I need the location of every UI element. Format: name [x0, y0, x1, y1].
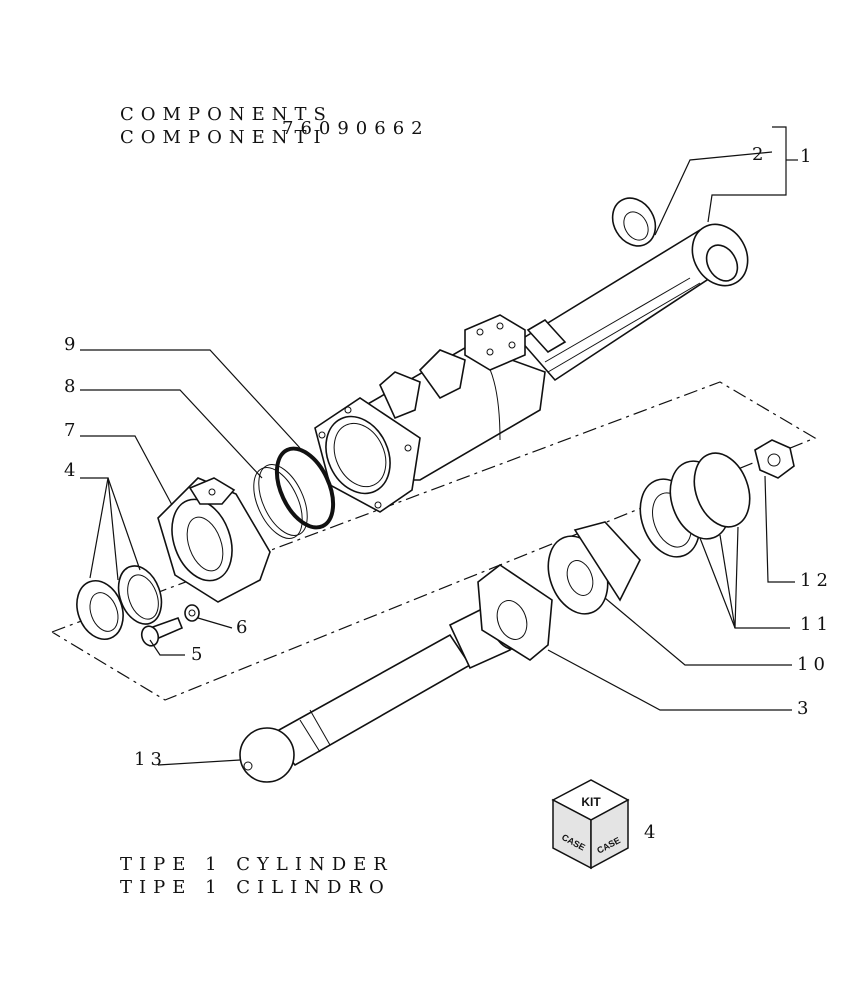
exploded-boundary	[51, 381, 817, 701]
callout-11: 11	[800, 614, 833, 635]
cylinder-barrel	[314, 223, 749, 513]
callout-13: 13	[134, 749, 167, 770]
bushing	[611, 197, 657, 247]
kit-ref: 4	[644, 822, 660, 843]
header-line1: COMPONENTS	[120, 104, 333, 125]
callout-6: 6	[236, 617, 252, 638]
header-line2: COMPONENTI	[120, 127, 328, 148]
callout-8: 8	[64, 376, 80, 397]
callout-12: 12	[800, 570, 833, 591]
wiper-seals	[76, 565, 163, 640]
nut	[754, 439, 795, 479]
piston-seals	[639, 452, 751, 558]
kit-box-icon: KIT CASE CASE 4	[551, 779, 660, 870]
callout-7: 7	[64, 420, 80, 441]
callout-10: 10	[797, 654, 830, 675]
part-number: 76090662	[282, 118, 430, 139]
callout-1: 1	[800, 146, 816, 167]
callout-4: 4	[64, 460, 80, 481]
footer-line1: TIPE 1 CYLINDER	[120, 854, 394, 875]
piston-rod	[239, 564, 553, 783]
leader-lines	[80, 126, 798, 766]
callout-3: 3	[797, 698, 813, 719]
callout-5: 5	[191, 644, 207, 665]
piston	[547, 521, 641, 615]
seal-rings	[253, 446, 336, 539]
callout-2: 2	[752, 144, 768, 165]
screw-and-washer	[140, 604, 200, 647]
kit-top-label: KIT	[581, 795, 601, 809]
footer-line2: TIPE 1 CILINDRO	[120, 877, 391, 898]
cylinder-head	[157, 477, 271, 603]
callouts: 1 2 3 4 5 6 7 8 9 10 11 12 13	[64, 144, 833, 770]
callout-9: 9	[64, 334, 80, 355]
